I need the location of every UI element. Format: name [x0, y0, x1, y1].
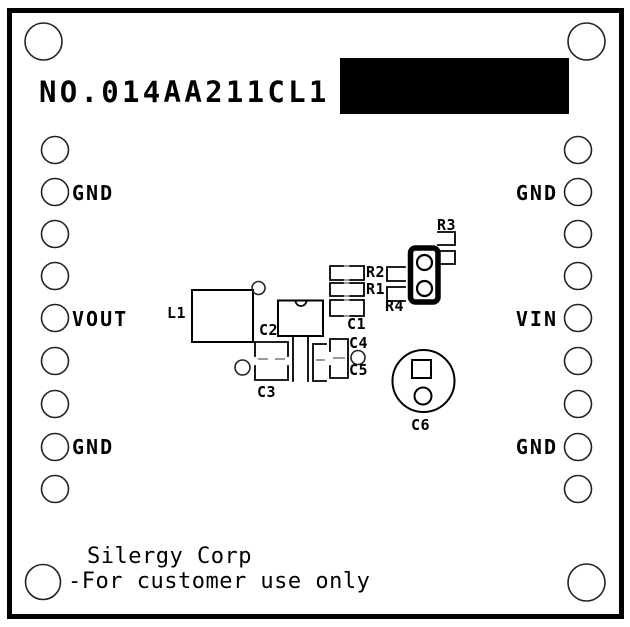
r4-pads — [386, 266, 406, 302]
capacitor-c4-c5-footprint: C4 C5 — [329, 334, 368, 379]
c3-pads — [254, 341, 289, 381]
c6-refdes: C6 — [411, 416, 430, 434]
r4-refdes: R4 — [385, 297, 404, 315]
pin-hole — [40, 219, 70, 249]
c1-refdes: C1 — [347, 315, 366, 333]
right-gnd-bottom-label: GND — [516, 435, 558, 459]
pin-hole — [40, 346, 70, 376]
pin-hole — [563, 135, 593, 165]
r3-pads — [437, 231, 456, 265]
mounting-hole-top-right — [567, 22, 606, 61]
pin-hole — [563, 261, 593, 291]
right-pin-holes — [563, 135, 593, 504]
resistor-r3-footprint: R3 — [437, 216, 456, 265]
c3-refdes: C3 — [257, 383, 276, 401]
pin-hole — [40, 432, 70, 462]
r2-refdes: R2 — [366, 263, 385, 281]
capacitor-c6-footprint: C6 — [391, 349, 456, 434]
inductor-l1-footprint: L1 — [167, 280, 266, 343]
ic-footprint — [277, 299, 324, 382]
test-point-circle — [251, 280, 266, 296]
mounting-hole-bottom-right — [567, 563, 606, 602]
r3-refdes: R3 — [437, 216, 456, 234]
ic-body — [277, 299, 324, 337]
via-circle — [350, 349, 366, 366]
r2-mid-dashes — [344, 265, 350, 281]
c5-refdes: C5 — [349, 361, 368, 379]
usage-note-label: -For customer use only — [68, 569, 370, 594]
pin-hole — [40, 474, 70, 504]
left-gnd-top-label: GND — [72, 181, 114, 205]
l1-body — [191, 289, 254, 343]
ic-tab-leads — [292, 335, 309, 382]
resistor-r4-footprint: R4 — [385, 266, 406, 315]
r2-pads — [329, 265, 365, 281]
c2-refdes: C2 — [259, 321, 278, 339]
c1-mid-dashes — [344, 299, 350, 317]
pin-hole — [563, 474, 593, 504]
jumper-pin-hole-bottom — [415, 279, 434, 298]
manufacturer-label: Silergy Corp — [87, 544, 252, 569]
pin-hole — [563, 389, 593, 419]
capacitor-c3-footprint: C3 — [234, 341, 289, 401]
pin-hole — [40, 303, 70, 333]
blacked-out-label-box — [340, 58, 569, 114]
c6-round-pad — [413, 386, 433, 406]
r1-refdes: R1 — [366, 280, 385, 298]
test-point-circle — [234, 359, 251, 376]
resistor-r2-footprint: R2 — [329, 263, 385, 281]
pin-hole — [563, 303, 593, 333]
resistor-r1-footprint: R1 — [329, 280, 385, 298]
pin-hole — [563, 219, 593, 249]
capacitor-c1-footprint: C1 — [329, 299, 366, 333]
c1-pads — [329, 299, 365, 317]
pad-bracket — [312, 343, 327, 382]
c6-body-circle — [391, 349, 456, 413]
mounting-hole-top-left — [24, 22, 63, 61]
c4-c5-pads — [329, 338, 349, 379]
pin-hole — [563, 177, 593, 207]
ic-pin1-notch — [294, 299, 308, 307]
left-pin-holes — [40, 135, 70, 504]
c4-refdes: C4 — [349, 334, 368, 352]
board-number-label: NO.014AA211CL1 — [39, 75, 330, 109]
pin-hole — [563, 432, 593, 462]
corner-mounting-holes — [24, 22, 606, 602]
pin-hole — [40, 135, 70, 165]
left-gnd-bottom-label: GND — [72, 435, 114, 459]
pin-hole — [40, 177, 70, 207]
right-gnd-top-label: GND — [516, 181, 558, 205]
pin-hole — [563, 346, 593, 376]
vin-label: VIN — [516, 307, 558, 331]
l1-refdes: L1 — [167, 304, 186, 322]
r1-mid-dashes — [344, 282, 350, 297]
c6-square-pad — [411, 359, 432, 379]
pin-hole — [40, 389, 70, 419]
jumper-pin-hole-top — [415, 253, 434, 272]
pin-hole — [40, 261, 70, 291]
r1-pads — [329, 282, 365, 297]
vout-label: VOUT — [72, 307, 128, 331]
mounting-hole-bottom-left — [24, 563, 62, 601]
bracket-lines — [312, 343, 327, 382]
jumper-header — [407, 245, 441, 305]
